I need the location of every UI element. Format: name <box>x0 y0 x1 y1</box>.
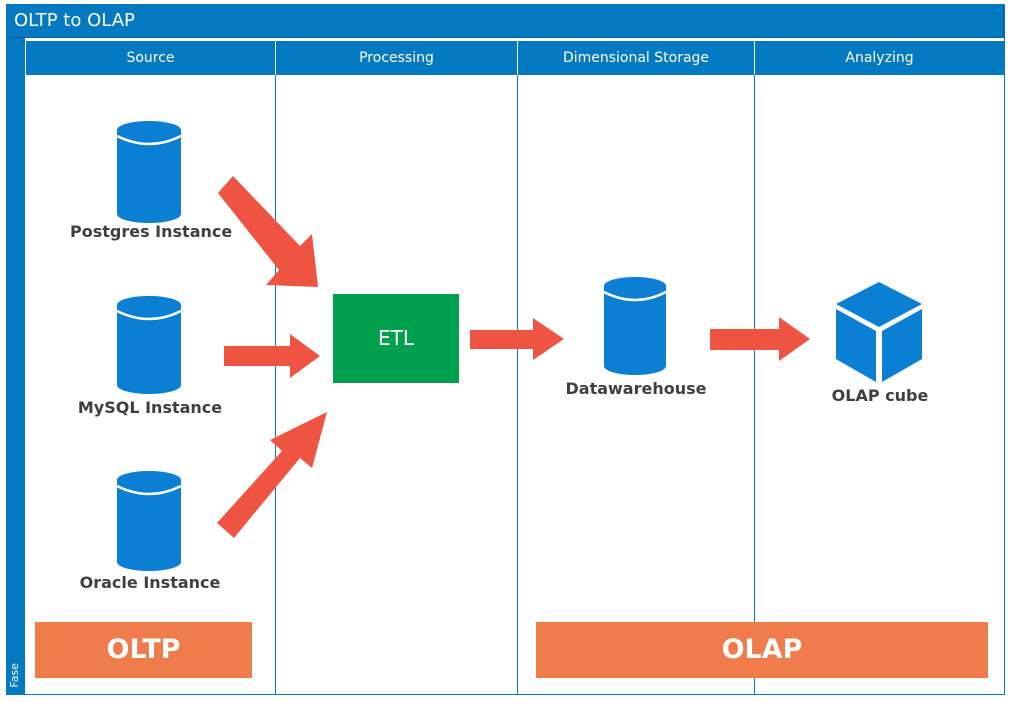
olap-cube-label: OLAP cube <box>831 386 929 405</box>
arrow-icon <box>710 317 810 361</box>
arrow-icon <box>224 334 320 378</box>
lane-processing <box>276 75 518 694</box>
database-icon <box>116 296 182 394</box>
phase-oltp: OLTP <box>35 622 252 678</box>
arrow-icon <box>470 318 564 360</box>
arrow-icon <box>218 176 318 287</box>
column-header-processing: Processing <box>276 41 517 75</box>
arrow-icon <box>217 412 327 538</box>
database-icon <box>116 471 182 571</box>
column-header-source: Source <box>26 41 275 75</box>
datawarehouse-label: Datawarehouse <box>565 379 707 398</box>
lane-storage <box>518 75 755 694</box>
lane-analyzing <box>755 75 1004 694</box>
postgres-label: Postgres Instance <box>70 222 233 241</box>
cube-icon <box>836 282 922 382</box>
database-icon <box>116 121 182 223</box>
column-header-analyzing: Analyzing <box>755 41 1004 75</box>
mysql-label: MySQL Instance <box>77 398 223 417</box>
diagram-title: OLTP to OLAP <box>14 10 135 31</box>
database-icon <box>603 277 667 375</box>
title-bar: OLTP to OLAP <box>6 4 1004 38</box>
column-header-storage: Dimensional Storage <box>518 41 754 75</box>
phase-olap: OLAP <box>536 622 988 678</box>
etl-box: ETL <box>333 294 459 383</box>
oracle-label: Oracle Instance <box>79 573 221 592</box>
